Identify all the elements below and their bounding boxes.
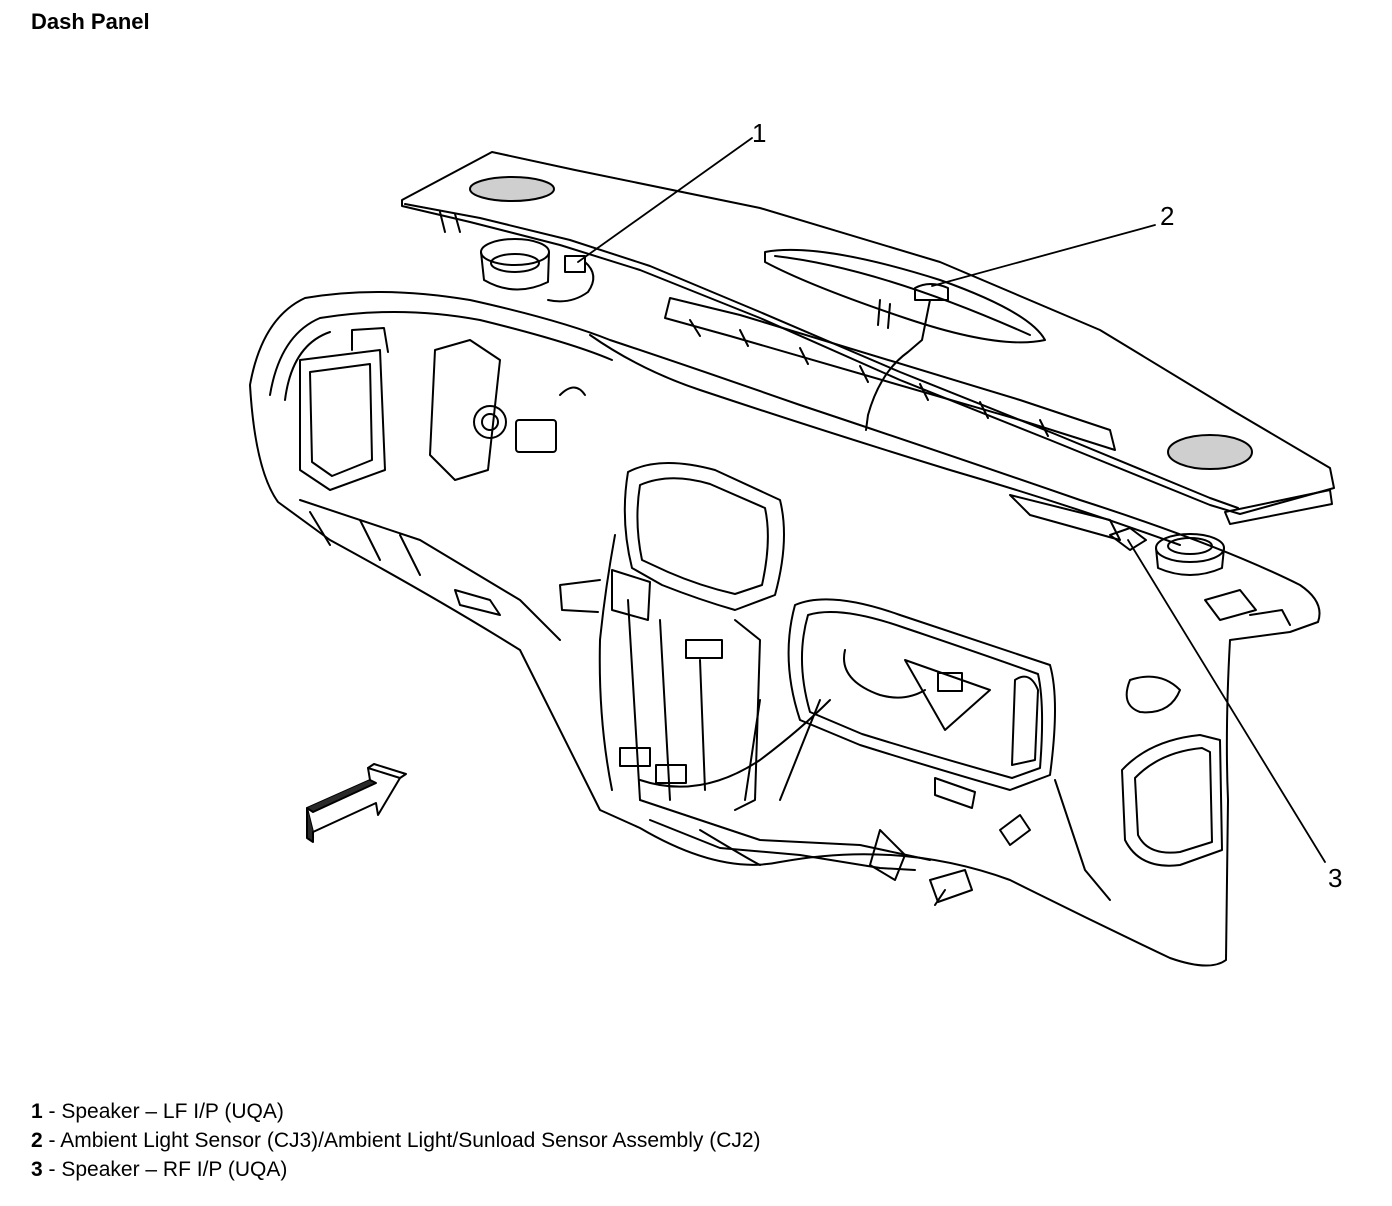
right-speaker: [1109, 527, 1225, 576]
left-speaker-grille-icon: [469, 176, 555, 202]
legend-separator: -: [42, 1100, 62, 1123]
legend-number: 3: [31, 1158, 43, 1181]
instrument-panel-carrier: [249, 290, 1321, 967]
right-speaker-grille-icon: [1167, 434, 1253, 470]
leader-line-2: [931, 224, 1156, 287]
legend-number: 2: [31, 1129, 43, 1152]
legend-text: Speaker – LF I/P (UQA): [61, 1100, 284, 1123]
legend-number: 1: [31, 1100, 43, 1123]
legend-separator: -: [42, 1158, 62, 1181]
legend-text: Speaker – RF I/P (UQA): [61, 1158, 288, 1181]
view-direction-arrow-icon: [306, 763, 407, 843]
legend-item: 1 - Speaker – LF I/P (UQA): [31, 1097, 761, 1126]
callout-number-2: 2: [1160, 201, 1174, 231]
upper-trim-pad: [401, 151, 1335, 525]
leader-line-1: [577, 137, 753, 263]
leader-line-3: [1127, 539, 1326, 863]
diagram-title: Dash Panel: [31, 9, 150, 34]
legend-separator: -: [42, 1129, 61, 1152]
callout-leaders: [577, 137, 1326, 863]
legend-item: 2 - Ambient Light Sensor (CJ3)/Ambient L…: [31, 1126, 761, 1155]
legend-item: 3 - Speaker – RF I/P (UQA): [31, 1155, 761, 1184]
legend: 1 - Speaker – LF I/P (UQA) 2 - Ambient L…: [31, 1097, 761, 1184]
callout-number-3: 3: [1328, 863, 1342, 893]
left-speaker: [480, 238, 595, 303]
callout-number-1: 1: [752, 118, 766, 148]
legend-text: Ambient Light Sensor (CJ3)/Ambient Light…: [60, 1129, 761, 1152]
